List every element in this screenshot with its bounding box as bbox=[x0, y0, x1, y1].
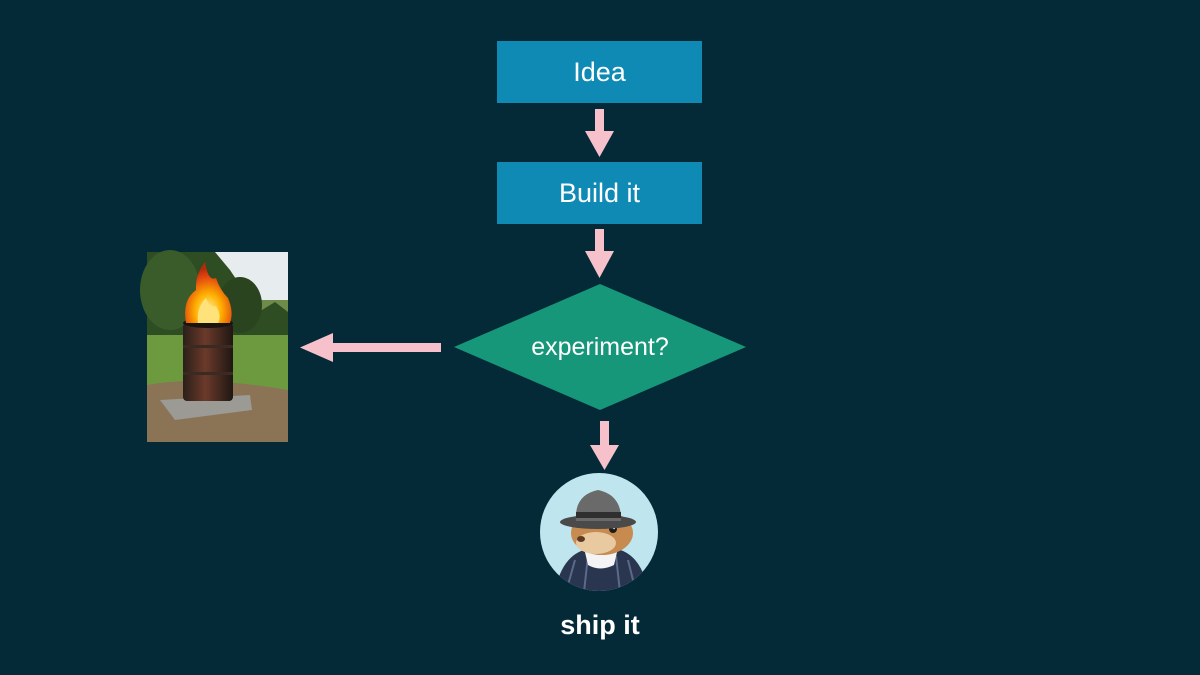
detective-squirrel-icon bbox=[540, 473, 658, 591]
decision-diamond bbox=[454, 284, 746, 410]
experiment-label: experiment? bbox=[531, 332, 669, 361]
arrow-build-to-decision bbox=[585, 229, 614, 278]
ship-it-label: ship it bbox=[560, 610, 640, 640]
arrow-decision-to-ship bbox=[590, 421, 619, 470]
idea-label: Idea bbox=[573, 56, 626, 87]
arrow-decision-to-fail bbox=[300, 333, 441, 362]
arrow-idea-to-build bbox=[585, 109, 614, 157]
burning-barrel-image bbox=[140, 250, 288, 442]
build-it-label: Build it bbox=[558, 177, 641, 208]
idea-box: Idea bbox=[497, 41, 702, 103]
experiment-decision: experiment? bbox=[454, 284, 746, 410]
build-it-box: Build it bbox=[497, 162, 702, 224]
